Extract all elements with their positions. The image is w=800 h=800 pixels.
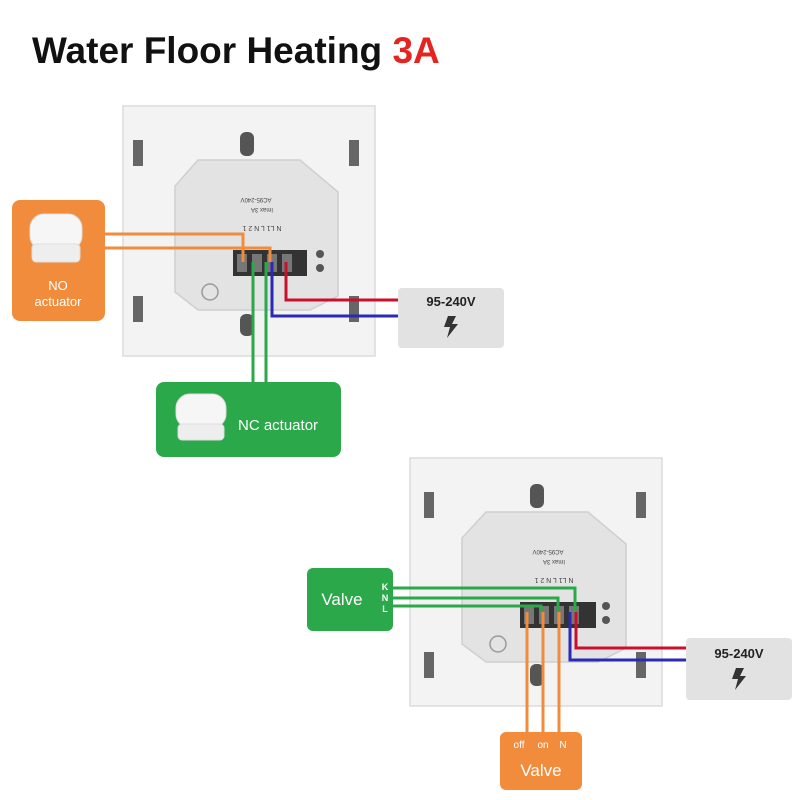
top-screw-1 <box>316 250 324 258</box>
no-actuator-base <box>31 243 81 263</box>
bottom-module-text-1: AC95-240V <box>532 548 563 554</box>
valve-bottom-label: Valve <box>520 761 561 780</box>
valve-left-bg <box>307 568 393 631</box>
valve-left-label: Valve <box>321 590 362 609</box>
top-slot-tl <box>133 140 143 166</box>
bottom-terminal-4 <box>569 606 579 624</box>
bottom-terminal-1 <box>524 606 534 624</box>
top-module-text-1: AC95-240V <box>240 196 271 202</box>
valve-bottom-pin-off: off <box>514 740 525 751</box>
top-slot-tr <box>349 140 359 166</box>
bottom-module-hole <box>489 635 507 653</box>
valve-left-pin-n: N <box>382 593 389 603</box>
top-slot-bottom <box>240 314 254 336</box>
bottom-wire-green-n <box>392 596 560 612</box>
valve-bottom-bg <box>500 732 582 790</box>
bottom-power-box: 95-240V <box>686 638 792 700</box>
title-main: Water Floor Heating <box>32 30 383 71</box>
bottom-wire-blue <box>568 612 686 662</box>
bottom-slot-top <box>530 484 544 508</box>
top-thermostat: AC95-240V Imax 3A N L1 L N 2 1 <box>122 105 376 357</box>
bottom-thermostat: AC95-240V Imax 3A N L1 L N 2 1 <box>409 457 663 707</box>
bottom-slot-br <box>636 652 646 678</box>
bottom-screw-1 <box>602 602 610 610</box>
nc-actuator-device <box>175 393 227 429</box>
bottom-slot-tr <box>636 492 646 518</box>
top-wire-orange-2 <box>105 246 272 262</box>
valve-left-pin-k: K <box>382 582 389 592</box>
valve-bottom-box: off on N Valve <box>500 732 582 790</box>
top-wires <box>105 232 400 382</box>
top-power-box: 95-240V <box>398 288 504 348</box>
no-actuator-box: NO actuator <box>12 200 105 321</box>
top-module-terminals: N L1 L N 2 1 <box>242 224 281 231</box>
no-actuator-label-2: actuator <box>35 294 83 309</box>
no-actuator-label-1: NO <box>48 278 68 293</box>
title-accent: 3A <box>392 30 440 71</box>
bottom-wire-green-k <box>392 586 577 612</box>
top-wire-blue <box>270 262 400 318</box>
nc-actuator-label: NC actuator <box>238 417 318 434</box>
bottom-wires <box>392 586 686 734</box>
bottom-wire-red <box>574 612 686 650</box>
bottom-slot-tl <box>424 492 434 518</box>
bottom-slot-bottom <box>530 664 544 686</box>
bottom-power-label: 95-240V <box>714 646 763 661</box>
top-wire-orange-1 <box>105 232 245 262</box>
nc-actuator-base <box>177 423 225 441</box>
valve-left-pin-l: L <box>382 604 388 614</box>
top-module-hole <box>201 283 219 301</box>
top-power-label: 95-240V <box>426 294 475 309</box>
top-slot-br <box>349 296 359 322</box>
top-module-text-2: Imax 3A <box>251 206 273 212</box>
valve-bottom-pin-on: on <box>537 740 548 751</box>
bottom-module-terminals: N L1 L N 2 1 <box>534 576 573 583</box>
top-screw-2 <box>316 264 324 272</box>
bottom-module-text-2: Imax 3A <box>543 558 565 564</box>
bottom-slot-bl <box>424 652 434 678</box>
page-title: Water Floor Heating 3A <box>32 30 440 72</box>
bottom-screw-2 <box>602 616 610 624</box>
top-wire-red <box>284 262 400 302</box>
top-slot-top <box>240 132 254 156</box>
valve-left-box: Valve K N L <box>307 568 393 631</box>
top-slot-bl <box>133 296 143 322</box>
bottom-wire-green-l <box>392 604 543 612</box>
valve-bottom-pin-n: N <box>559 740 566 751</box>
top-terminal-1 <box>237 254 247 272</box>
nc-actuator-box: NC actuator <box>156 382 341 457</box>
top-terminal-2 <box>252 254 262 272</box>
